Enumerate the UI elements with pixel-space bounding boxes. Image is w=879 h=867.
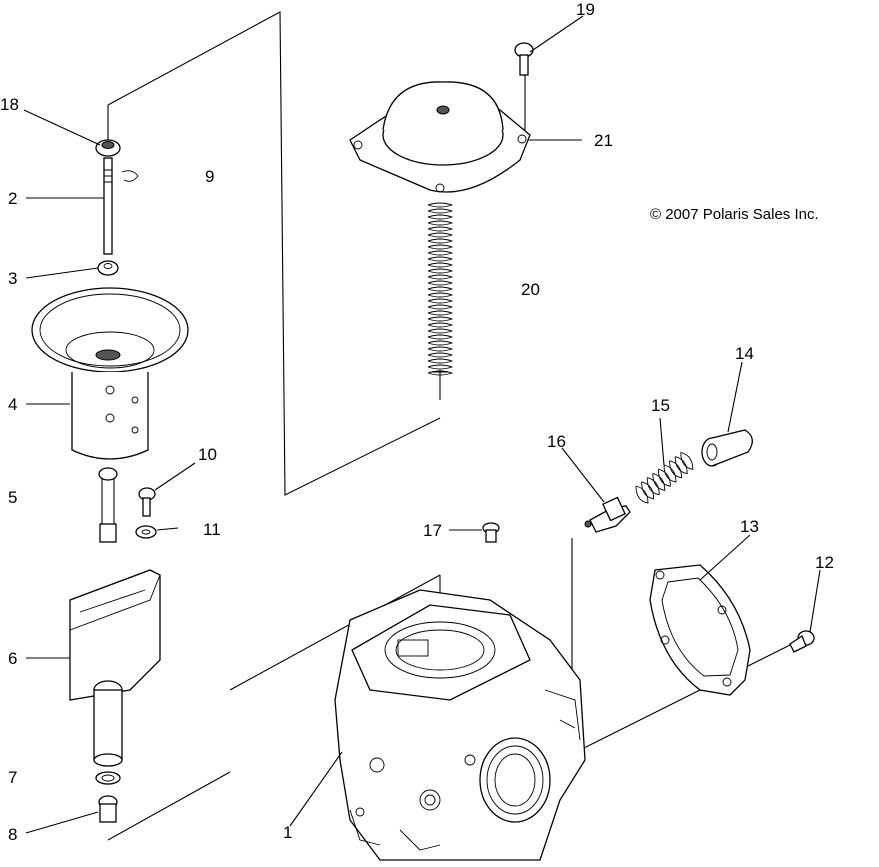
jet-needle-2 xyxy=(103,157,113,255)
washer-3 xyxy=(97,260,119,276)
screw-19 xyxy=(514,42,534,76)
top-cover-21 xyxy=(349,81,531,193)
carburetor-body-1 xyxy=(334,589,586,861)
nut-18 xyxy=(95,139,121,157)
callout-1: 1 xyxy=(283,823,292,842)
callout-7: 7 xyxy=(8,768,17,787)
diaphragm-piston-4 xyxy=(31,287,189,460)
callout-12: 12 xyxy=(815,553,834,572)
cover-gasket-13 xyxy=(649,564,751,696)
callout-11: 11 xyxy=(203,520,221,539)
callout-16: 16 xyxy=(547,432,566,451)
spring-15 xyxy=(635,451,694,504)
callout-8: 8 xyxy=(8,825,17,844)
fitting-14 xyxy=(701,429,753,467)
throttle-slide-6 xyxy=(69,569,161,767)
callout-19: 19 xyxy=(576,0,595,19)
callout-13: 13 xyxy=(740,517,759,536)
plug-8 xyxy=(98,795,118,823)
callout-5: 5 xyxy=(8,488,17,507)
valve-16 xyxy=(584,496,631,533)
spring-20 xyxy=(427,202,454,376)
lock-washer-11 xyxy=(135,525,157,539)
callout-3: 3 xyxy=(8,269,17,288)
needle-jet-5 xyxy=(98,467,118,543)
screw-12 xyxy=(789,630,815,653)
copyright-notice: © 2007 Polaris Sales Inc. xyxy=(650,206,819,223)
callout-20: 20 xyxy=(521,280,540,299)
callout-10: 10 xyxy=(198,445,217,464)
callout-15: 15 xyxy=(651,396,670,415)
callout-18: 18 xyxy=(0,95,19,114)
screw-10 xyxy=(138,487,156,517)
leader-lines xyxy=(23,15,821,834)
callout-9: 9 xyxy=(205,167,214,186)
callout-21: 21 xyxy=(594,131,613,150)
callout-labels: 1 2 3 4 5 6 7 8 9 10 11 12 13 14 15 16 1… xyxy=(0,0,834,844)
callout-6: 6 xyxy=(8,649,17,668)
o-ring-7 xyxy=(95,771,121,785)
callout-17: 17 xyxy=(423,521,442,540)
needle-clip xyxy=(121,170,139,182)
callout-2: 2 xyxy=(8,189,17,208)
screw-17 xyxy=(482,522,500,543)
callout-4: 4 xyxy=(8,395,17,414)
callout-14: 14 xyxy=(735,344,754,363)
